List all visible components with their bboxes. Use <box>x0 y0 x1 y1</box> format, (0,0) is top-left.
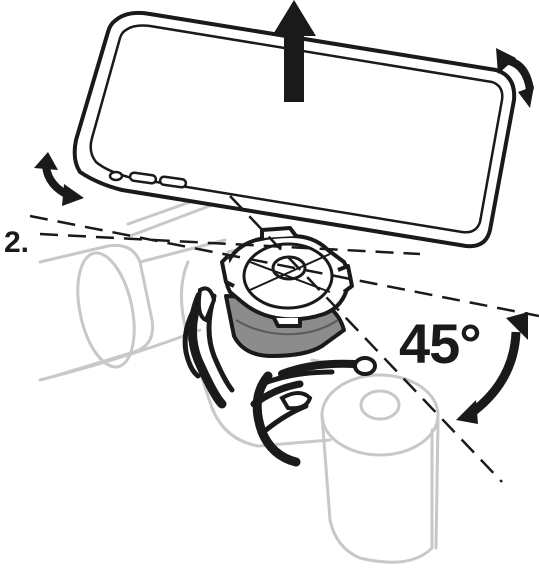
step-number: 2. <box>4 226 29 260</box>
phone-button <box>110 172 122 180</box>
strap-tab <box>282 393 310 408</box>
strap-buckle <box>355 358 375 374</box>
angle-label: 45° <box>399 316 481 372</box>
